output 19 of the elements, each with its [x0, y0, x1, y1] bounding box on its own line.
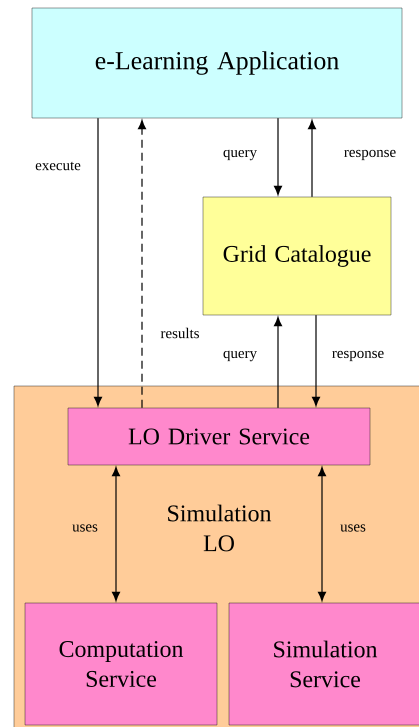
arrow — [138, 120, 146, 408]
edge-label: query — [222, 350, 258, 362]
arrow — [112, 466, 120, 602]
service-box: Simulation Service — [228, 602, 419, 726]
edge-label: execute — [34, 160, 82, 172]
arrow — [308, 120, 316, 197]
arrow — [318, 466, 326, 602]
edge-label: results — [160, 326, 200, 340]
service-box: Computation Service — [24, 602, 218, 726]
service-box: LO Driver Service — [68, 408, 370, 466]
catalogue-box: Grid Catalogue — [202, 196, 392, 316]
application-box: e-Learning Application — [32, 8, 402, 118]
edge-label: query — [222, 148, 258, 162]
arrow — [312, 315, 320, 406]
edge-label: response — [330, 350, 386, 362]
arrow — [274, 118, 282, 196]
arrow — [94, 118, 102, 406]
edge-label: response — [342, 148, 398, 162]
arrow — [274, 316, 282, 408]
